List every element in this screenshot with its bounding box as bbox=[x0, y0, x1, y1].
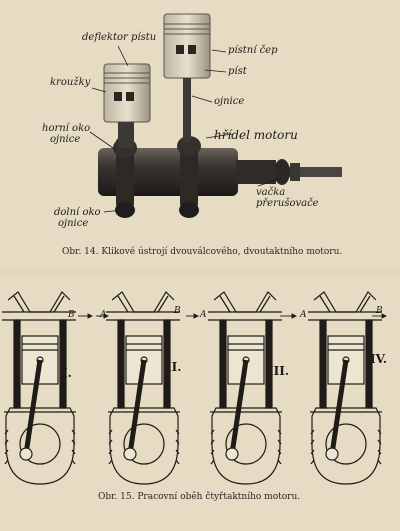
label-horni-oko-1: horní oko bbox=[42, 123, 91, 134]
stroke-4-right-letter: B bbox=[376, 306, 383, 316]
leader-lines bbox=[89, 45, 283, 213]
label-vacka-2: přerušovače bbox=[256, 198, 319, 209]
stroke-2-left-letter: A bbox=[100, 310, 107, 320]
label-pistni-cep: pístní čep bbox=[228, 45, 278, 56]
figure-15-caption: Obr. 15. Pracovní oběh čtyřtaktního moto… bbox=[98, 492, 301, 502]
label-ojnice: ojnice bbox=[214, 96, 245, 107]
stroke-4-left-letter: A bbox=[300, 310, 307, 320]
engine-diagram-4 bbox=[308, 292, 382, 484]
left-piston bbox=[103, 63, 151, 148]
right-piston bbox=[163, 13, 211, 142]
label-krouzky: kroužky bbox=[50, 77, 91, 88]
stroke-numeral-1: I. bbox=[62, 366, 72, 380]
flow-arrows bbox=[78, 313, 388, 319]
stroke-numeral-3: III. bbox=[268, 364, 290, 378]
label-hridel: hřídel motoru bbox=[214, 128, 298, 142]
stroke-numeral-4: IV. bbox=[370, 352, 388, 366]
label-deflektor: deflektor pístu bbox=[82, 32, 157, 43]
label-horni-oko-2: ojnice bbox=[50, 134, 81, 145]
figure-14-caption: Obr. 14. Klikové ústrojí dvouválcového, … bbox=[62, 247, 343, 257]
engine-diagram-2 bbox=[106, 292, 180, 484]
label-vacka-1: vačka bbox=[256, 187, 286, 198]
label-pist: píst bbox=[228, 66, 247, 77]
label-dolni-oko-1: dolní oko bbox=[54, 207, 101, 218]
stroke-1-left-letter: B bbox=[68, 310, 75, 320]
engine-diagram-3 bbox=[208, 292, 282, 484]
label-dolni-oko-2: ojnice bbox=[58, 218, 89, 229]
stroke-3-left-letter: A bbox=[200, 310, 207, 320]
stroke-numeral-2: II. bbox=[166, 360, 182, 374]
stroke-2-right-letter: B bbox=[174, 306, 181, 316]
